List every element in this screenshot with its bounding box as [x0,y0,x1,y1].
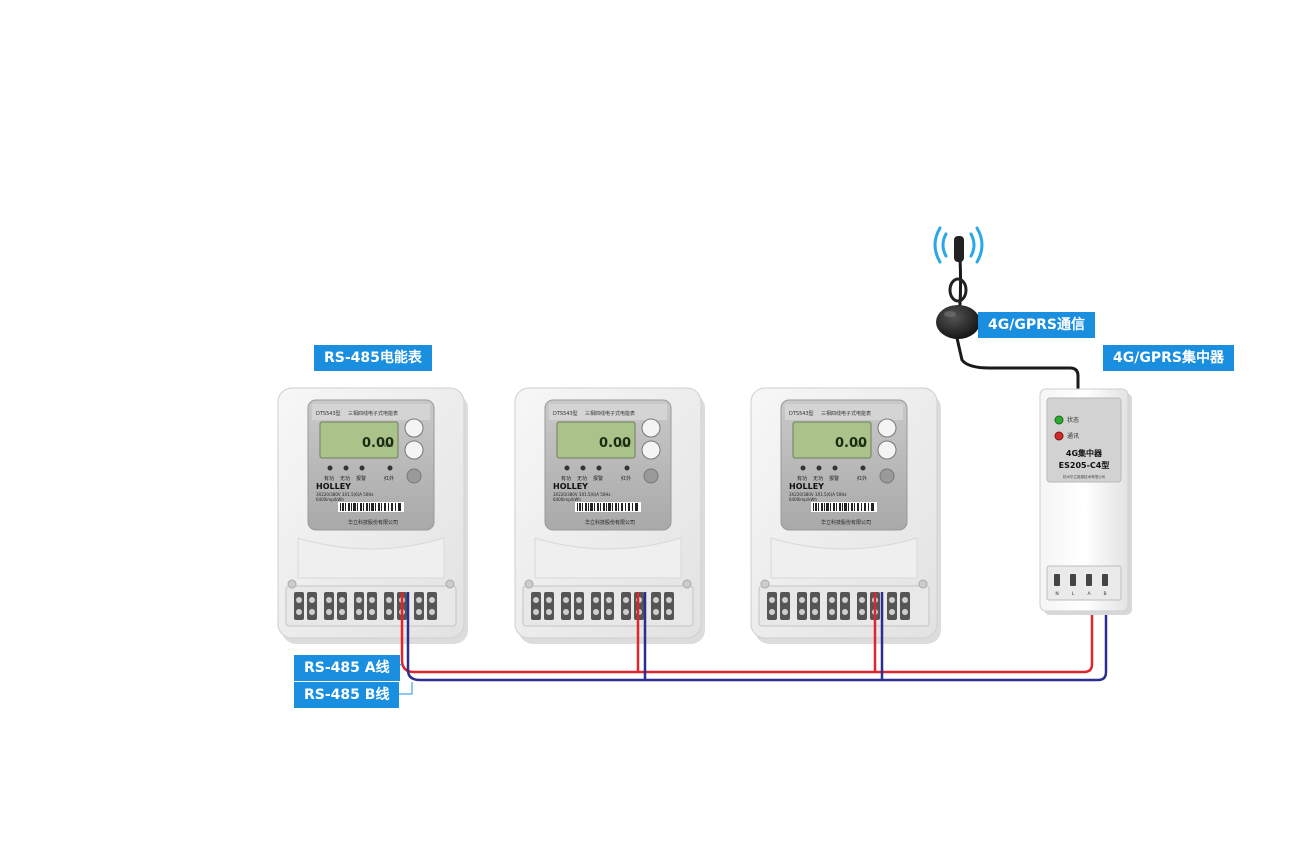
label-line-b: RS-485 B线 [294,682,400,708]
meter-1: DTS543型 三相四线电子式电能表 0.00 kWh 有功 无功 报警 红外 … [277,387,469,645]
meter-type-name: 三相四线电子式电能表 [821,410,871,417]
meter-constant: 6400imp/kWh [316,497,344,502]
comm-led [1054,431,1064,441]
rs485-b-wire [406,592,1108,682]
meter-indicator-2: 无功 [813,475,823,482]
meter-pulse-label: 红外 [384,475,394,482]
meter-company: 华立科技股份有限公司 [585,519,635,526]
meter-constant: 6400imp/kWh [789,497,817,502]
meter-model: DTS543型 [316,410,341,417]
terminal-a: A [1087,591,1091,597]
meter-indicator-3: 报警 [593,475,603,482]
meter-model: DTS543型 [553,410,578,417]
meter-brand: HOLLEY [553,482,588,491]
meter-display-unit: kWh [384,443,393,448]
terminal-b: B [1103,591,1106,597]
meter-2: DTS543型 三相四线电子式电能表 0.00 kWh 有功 无功 报警 红外 … [514,387,706,645]
meter-brand: HOLLEY [789,482,824,491]
meter-display-value: 0.00 [362,436,394,451]
rs485-a-wire [400,592,1094,674]
meter-type-name: 三相四线电子式电能表 [348,410,398,417]
concentrator-maker: 杭州华立能源技术有限公司 [1063,474,1105,479]
meter-3: DTS543型 三相四线电子式电能表 0.00 kWh 有功 无功 报警 红外 … [750,387,942,645]
meter-type-name: 三相四线电子式电能表 [585,410,635,417]
concentrator-title-2: ES205-C4型 [1059,460,1110,470]
meter-indicator-1: 有功 [797,475,807,482]
concentrator-comm-label: 通讯 [1067,432,1079,440]
concentrator: 状态 通讯 4G集中器 ES205-C4型 杭州华立能源技术有限公司 N L A… [1039,388,1132,615]
meter-spec: 3X220/380V 3X1.5(6)A 50Hz [316,492,373,497]
meter-indicator-2: 无功 [340,475,350,482]
meter-display-unit: kWh [857,443,866,448]
concentrator-status-label: 状态 [1067,416,1079,424]
concentrator-title-1: 4G集中器 [1066,448,1103,458]
meter-model: DTS543型 [789,410,814,417]
meter-indicator-2: 无功 [577,475,587,482]
meter-brand: HOLLEY [316,482,351,491]
meter-indicator-1: 有功 [561,475,571,482]
terminal-l: L [1072,591,1075,597]
meter-pulse-label: 红外 [857,475,867,482]
meter-indicator-3: 报警 [829,475,839,482]
meter-company: 华立科技股份有限公司 [348,519,398,526]
signal-wave-icon [933,226,984,264]
meter-spec: 3X220/380V 3X1.5(6)A 50Hz [789,492,846,497]
meter-indicator-1: 有功 [324,475,334,482]
meter-constant: 6400imp/kWh [553,497,581,502]
label-meter: RS-485电能表 [314,345,432,371]
label-concentrator: 4G/GPRS集中器 [1103,345,1234,371]
meter-display-value: 0.00 [835,436,867,451]
antenna [936,236,1080,390]
meter-indicator-3: 报警 [356,475,366,482]
meter-company: 华立科技股份有限公司 [821,519,871,526]
meter-pulse-label: 红外 [621,475,631,482]
terminal-n: N [1055,591,1058,597]
label-line-a: RS-485 A线 [294,655,400,681]
meter-spec: 3X220/380V 3X1.5(6)A 50Hz [553,492,610,497]
status-led [1054,415,1064,425]
meter-display-value: 0.00 [599,436,631,451]
label-comm: 4G/GPRS通信 [978,312,1095,338]
meter-display-unit: kWh [621,443,630,448]
